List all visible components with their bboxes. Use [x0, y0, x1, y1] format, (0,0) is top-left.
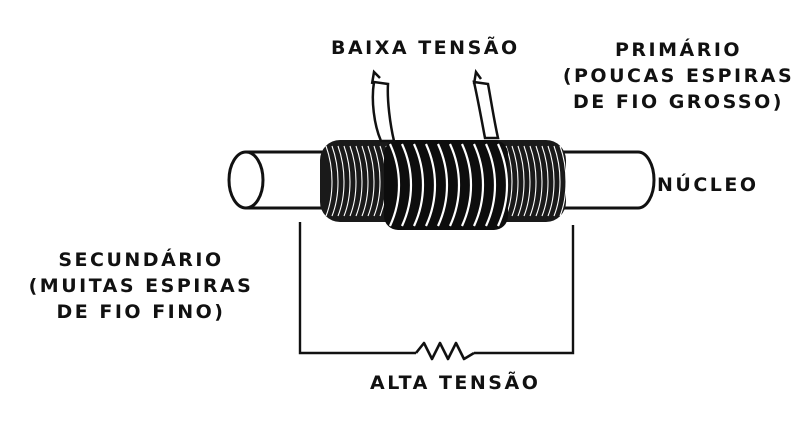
primary-turn	[497, 143, 509, 227]
primary-turn	[389, 143, 401, 227]
high-voltage-label: ALTA TENSÃO	[370, 372, 541, 394]
low-voltage-label: BAIXA TENSÃO	[331, 37, 520, 59]
primary-turn	[437, 143, 449, 227]
secondary-turn	[343, 145, 351, 217]
primary-turn	[449, 143, 461, 227]
secondary-turn	[337, 145, 345, 217]
secondary-turn	[559, 145, 567, 217]
secondary-turn	[331, 145, 339, 217]
secondary-turn	[547, 145, 555, 217]
secondary-turn	[535, 145, 543, 217]
secondary-turn	[355, 145, 363, 217]
secondary-turn	[361, 145, 369, 217]
primary-turn	[425, 143, 437, 227]
primary-winding-label: PRIMÁRIO (POUCAS ESPIRAS DE FIO GROSSO)	[562, 39, 795, 113]
primary-turn	[473, 143, 485, 227]
secondary-turn	[511, 145, 519, 217]
primary-lead-wires	[370, 68, 500, 143]
primary-turn	[461, 143, 473, 227]
secondary-turn	[367, 145, 375, 217]
secondary-turn	[325, 145, 333, 217]
secondary-circuit	[298, 222, 575, 355]
primary-winding	[384, 140, 509, 230]
secondary-turn	[541, 145, 549, 217]
primary-turn	[401, 143, 413, 227]
secondary-turn	[529, 145, 537, 217]
secondary-turn	[517, 145, 525, 217]
secondary-turn	[349, 145, 357, 217]
secondary-winding-label: SECUNDÁRIO (MUITAS ESPIRAS DE FIO FINO)	[28, 249, 254, 323]
primary-turn	[413, 143, 425, 227]
high-voltage-spark-symbol	[414, 341, 475, 361]
secondary-turn	[523, 145, 531, 217]
primary-turn	[485, 143, 497, 227]
core-label: NÚCLEO	[657, 174, 759, 196]
secondary-turn	[373, 145, 381, 217]
secondary-turn	[553, 145, 561, 217]
